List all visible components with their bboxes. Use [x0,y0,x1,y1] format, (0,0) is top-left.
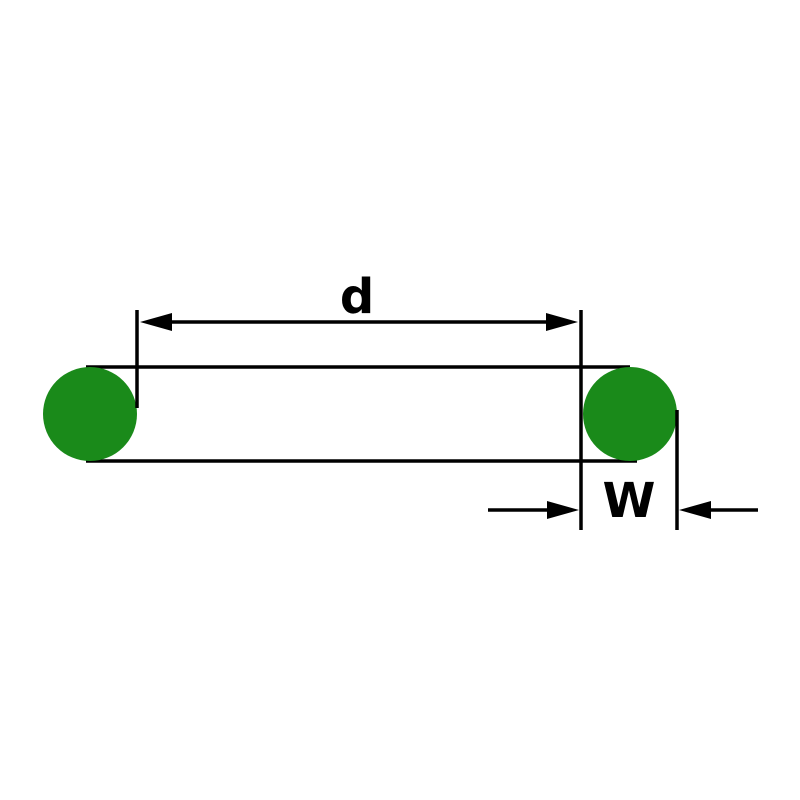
d-dimension-label: d [340,269,374,325]
d-dimension-arrow [140,313,578,331]
w-dimension-arrows [488,501,758,519]
w-arrowhead-right-icon [679,501,711,519]
w-arrowhead-left-icon [547,501,579,519]
d-arrowhead-left-icon [140,313,172,331]
oring-right-cross-section [583,367,677,461]
oring-left-cross-section [43,367,137,461]
w-dimension-label: W [603,473,656,529]
d-arrowhead-right-icon [546,313,578,331]
